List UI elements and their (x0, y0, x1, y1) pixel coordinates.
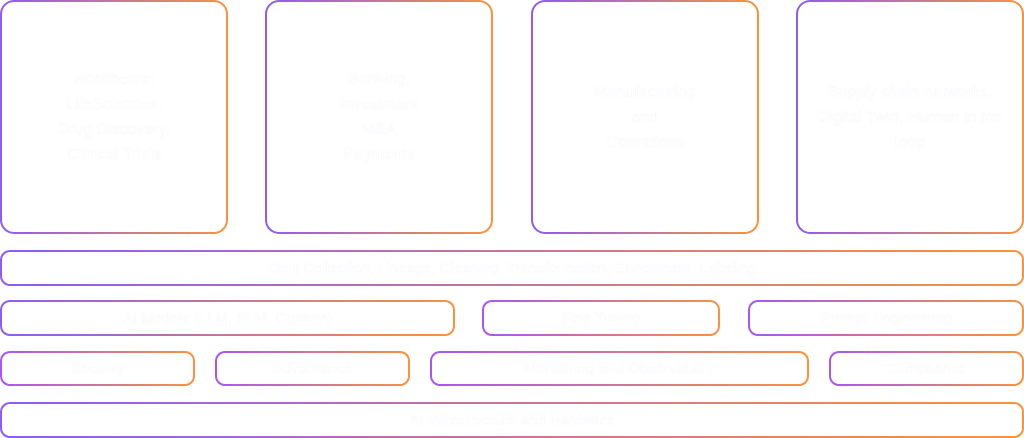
use-case-supply-chain-label: Supply chain networks, Digital Twin, Hum… (817, 83, 1003, 151)
use-case-banking: Banking, Investment M&A Payments (265, 0, 493, 234)
compliance-bar: Compliance (829, 351, 1024, 386)
governance-label: Governance (271, 360, 354, 377)
ai-models-bar: AI Models (LLM, SLM, Custom) (0, 300, 455, 336)
infrastructure-bar: AI Infrastructure and Hardware (0, 402, 1024, 438)
compliance-label: Compliance (886, 360, 967, 377)
monitoring-bar: Monitoring and Observability (430, 351, 809, 386)
security-bar: Security (0, 351, 195, 386)
monitoring-label: Monitoring and Observability (524, 360, 715, 377)
use-case-healthcare: Healthcare: LifeSciences, Drug Discovery… (0, 0, 228, 234)
fine-tuning-label: Fine Tuning (561, 309, 641, 327)
use-case-healthcare-label: Healthcare: LifeSciences, Drug Discovery… (57, 71, 171, 163)
infrastructure-label: AI Infrastructure and Hardware (409, 411, 615, 429)
data-layer-bar: Data Collection, Lineage, Cleaning, Tran… (0, 250, 1024, 286)
prompt-engineering-bar: Prompt Engineering (748, 300, 1024, 336)
ai-models-label: AI Models (LLM, SLM, Custom) (122, 309, 333, 327)
use-case-banking-label: Banking, Investment M&A Payments (339, 71, 419, 163)
use-case-manufacturing: Manufacturing and Operations (531, 0, 759, 234)
prompt-engineering-label: Prompt Engineering (819, 309, 953, 327)
security-label: Security (70, 360, 125, 377)
governance-bar: Governance (215, 351, 410, 386)
use-case-manufacturing-label: Manufacturing and Operations (594, 83, 696, 151)
data-layer-label: Data Collection, Lineage, Cleaning, Tran… (267, 259, 757, 277)
use-case-supply-chain: Supply chain networks, Digital Twin, Hum… (796, 0, 1024, 234)
fine-tuning-bar: Fine Tuning (482, 300, 720, 336)
